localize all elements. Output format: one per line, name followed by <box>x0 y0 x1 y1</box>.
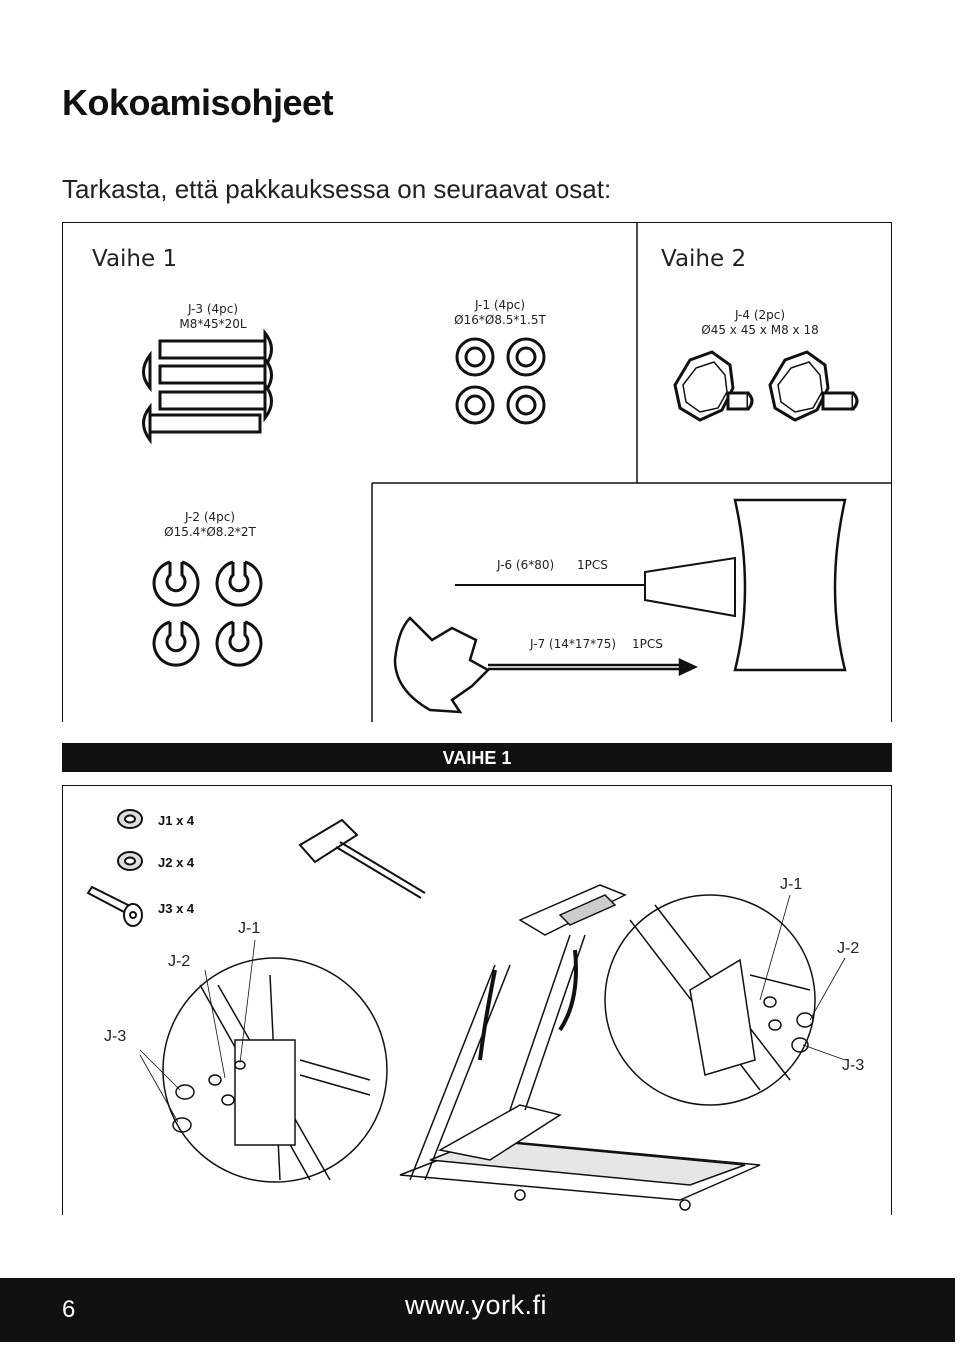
part-j2-name: J-2 (4pc) <box>184 510 236 524</box>
legend-qty-j1: J1 x 4 <box>158 813 195 828</box>
footer-bar <box>0 1278 955 1342</box>
left-callout-j3: J-3 <box>104 1028 127 1045</box>
step1-label: Vaihe 1 <box>92 246 178 272</box>
right-callout-j1: J-1 <box>780 876 803 893</box>
left-detail-circle <box>139 939 388 1183</box>
part-j3-name: J-3 (4pc) <box>187 302 239 316</box>
part-j4-caption: J-4 (2pc) Ø45 x 45 x M8 x 18 <box>700 308 820 338</box>
part-j4-size: Ø45 x 45 x M8 x 18 <box>701 323 819 337</box>
part-j7-qty: 1PCS <box>632 637 663 651</box>
left-callout-j1: J-1 <box>238 920 261 937</box>
legend-bolt-icon <box>86 885 143 927</box>
left-callout-j2: J-2 <box>168 953 191 970</box>
part-j7-name: J-7 (14*17*75) <box>530 637 617 651</box>
part-j6-name: J-6 (6*80) <box>497 558 555 572</box>
part-j2-caption: J-2 (4pc) Ø15.4*Ø8.2*2T <box>160 510 260 540</box>
page-number: 6 <box>62 1296 76 1323</box>
legend-qty-j3: J3 x 4 <box>158 901 195 916</box>
page-subtitle: Tarkasta, että pakkauksessa on seuraavat… <box>62 174 612 204</box>
legend-qty-j2: J2 x 4 <box>158 855 195 870</box>
part-j4-name: J-4 (2pc) <box>734 308 786 322</box>
legend-split-washer-icon <box>117 851 143 871</box>
part-j6-qty: 1PCS <box>577 558 608 572</box>
t-handle-j6-icon <box>455 498 847 672</box>
part-j3-size: M8*45*20L <box>179 317 247 331</box>
treadmill-illustration <box>399 884 761 1211</box>
assembly-box <box>62 785 892 1215</box>
step2-label: Vaihe 2 <box>661 246 747 272</box>
wrench-j7-icon <box>393 616 698 714</box>
washer-j1-icon <box>455 337 546 425</box>
split-washer-j2-icon <box>152 560 263 667</box>
parts-box <box>62 222 892 722</box>
part-j2-size: Ø15.4*Ø8.2*2T <box>164 525 256 539</box>
website-link[interactable]: www.york.fi <box>405 1290 548 1320</box>
step-banner: VAIHE 1 <box>62 743 892 772</box>
right-callout-j3: J-3 <box>842 1057 865 1074</box>
part-j1-size: Ø16*Ø8.5*1.5T <box>454 313 546 327</box>
legend-washer-icon <box>117 809 143 829</box>
part-j1-name: J-1 (4pc) <box>474 298 526 312</box>
part-j3-caption: J-3 (4pc) M8*45*20L <box>158 302 268 332</box>
page-title: Kokoamisohjeet <box>62 82 334 123</box>
bolt-j3-icon <box>142 328 273 445</box>
allen-key-icon <box>298 818 426 899</box>
knob-j4-icon <box>673 350 859 422</box>
right-detail-circle <box>604 894 846 1106</box>
right-callout-j2: J-2 <box>837 940 860 957</box>
part-j1-caption: J-1 (4pc) Ø16*Ø8.5*1.5T <box>440 298 560 328</box>
